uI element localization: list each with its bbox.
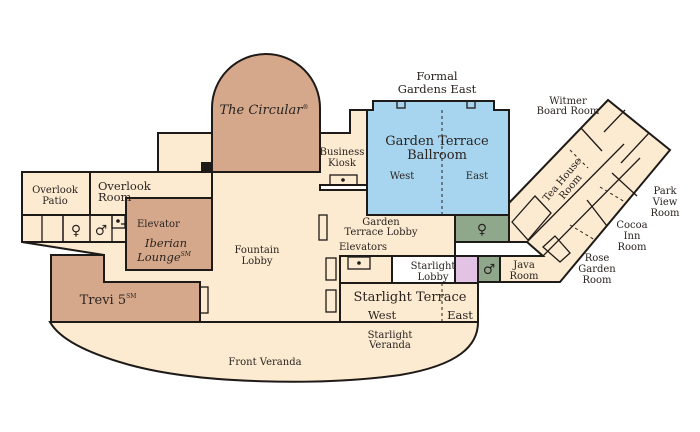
elevator-icon	[116, 219, 120, 223]
rose-garden-room-label: Room	[582, 275, 612, 286]
business-kiosk-counter[interactable]	[329, 174, 358, 186]
iberian-lounge[interactable]	[125, 197, 213, 271]
wing-wall	[603, 109, 626, 133]
trevi-5-room[interactable]	[50, 254, 201, 323]
service-room	[542, 235, 571, 263]
formal-gardens-label: Gardens East	[398, 82, 477, 96]
elevator-label: Elevator	[137, 219, 180, 230]
door-icon	[396, 100, 406, 109]
fountain-lobby-label: Lobby	[241, 256, 272, 267]
partition	[569, 224, 596, 241]
wing-wall	[611, 172, 638, 197]
wing-wall	[586, 199, 608, 227]
starlight-terrace[interactable]	[339, 282, 479, 323]
garden-terrace-lobby-label: Garden	[362, 217, 400, 228]
starlight-veranda-label: Starlight	[368, 330, 413, 341]
garden-terrace-ballroom[interactable]	[366, 100, 510, 216]
witmer-board-room-label: Witmer	[549, 96, 587, 107]
womens-restroom-icon: ♀	[477, 222, 487, 238]
starlight-veranda-label: Veranda	[368, 340, 411, 351]
terrace-east-label: East	[447, 308, 473, 322]
ballroom-west-label: West	[390, 171, 415, 182]
rose-garden-room-label: Rose	[585, 253, 610, 264]
overlook-room-label: Overlook	[98, 179, 152, 193]
starlight-terrace-label: Starlight Terrace	[354, 290, 467, 305]
park-view-room-label: Park	[653, 186, 677, 197]
wing-wall	[580, 127, 603, 152]
business-kiosk-label: Kiosk	[328, 158, 357, 169]
mens-restroom[interactable]	[477, 255, 501, 283]
partition	[599, 186, 626, 203]
terrace-west-label: West	[368, 308, 397, 322]
partition	[569, 149, 589, 169]
elevators[interactable]	[347, 256, 371, 270]
ballroom-label: Garden Terrace	[385, 134, 489, 149]
rose-garden-room-label: Garden	[578, 264, 616, 275]
overlook-patio-label: Patio	[42, 196, 67, 207]
elevator-icon	[357, 261, 361, 265]
door-icon	[466, 100, 476, 109]
overlook-room-label: Room	[98, 190, 132, 204]
iberian-lounge-label: LoungeSM	[136, 250, 192, 264]
womens-restroom[interactable]	[454, 214, 510, 243]
overlook-patio-label: Overlook	[32, 185, 79, 196]
cocoa-inn-room-label: Inn	[624, 231, 641, 242]
front-veranda-label: Front Veranda	[228, 357, 301, 368]
ballroom-label: Ballroom	[407, 148, 467, 163]
fountain-lobby-label: Fountain	[235, 245, 280, 256]
wing-wall	[526, 143, 625, 243]
formal-gardens-label: Formal	[416, 69, 458, 83]
starlight-lobby-label: Starlight	[411, 261, 456, 272]
iberian-lounge-label: Iberian	[144, 236, 187, 250]
java-room-label: Room	[509, 271, 539, 282]
witmer-board-room-label: Board Room	[537, 106, 600, 117]
wing-wall	[620, 132, 650, 164]
the-circular-room[interactable]	[211, 53, 321, 173]
stair-block	[201, 162, 212, 172]
starlight-lobby-label: Lobby	[417, 272, 448, 283]
trevi-5-label: Trevi 5SM	[80, 293, 137, 308]
womens-restroom-icon: ♀	[71, 223, 81, 239]
service-room	[511, 195, 552, 241]
front-veranda-area[interactable]	[48, 321, 480, 383]
cocoa-inn-room-label: Room	[617, 242, 647, 253]
mens-restroom-icon: ♂	[95, 223, 108, 239]
business-kiosk-label: Business	[320, 147, 365, 158]
elevators-label: Elevators	[339, 242, 387, 253]
mens-restroom-icon: ♂	[483, 262, 496, 278]
park-view-room-label: Room	[650, 208, 680, 219]
the-circular-label: The Circular®	[220, 103, 309, 118]
garden-terrace-lobby-label: Terrace Lobby	[344, 227, 417, 238]
cocoa-inn-room-label: Cocoa	[616, 220, 647, 231]
wing-wall	[542, 157, 641, 257]
column	[318, 214, 328, 241]
java-room-label: Java	[512, 260, 535, 271]
ballroom-east-label: East	[466, 171, 488, 182]
park-view-room-label: View	[652, 197, 678, 208]
kiosk-marker-icon	[341, 178, 345, 182]
